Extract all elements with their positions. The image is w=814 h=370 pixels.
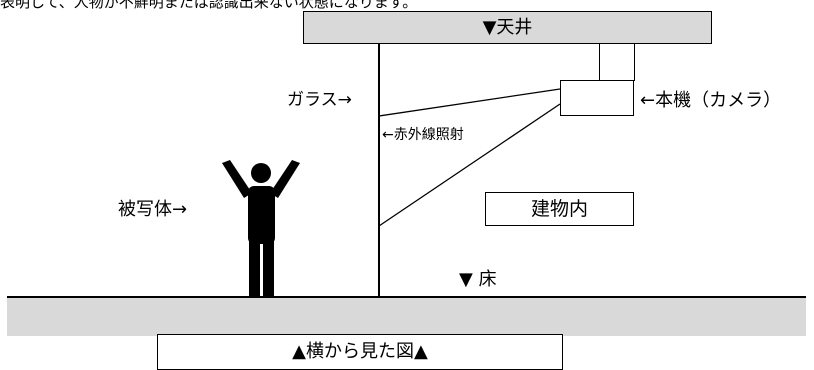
ceiling: ▼天井 [303,11,712,44]
caption-box: ▲横から見た図▲ [157,334,563,370]
camera-unit [560,80,634,116]
person-right-arm [270,160,300,198]
subject-label: 被写体→ [118,199,188,220]
top-cropped-text: 表明して、人物が不鮮明または認識出来ない状態になります。 [0,0,418,10]
person-figure [222,160,300,297]
person-head [251,163,271,183]
ir-ray-upper [378,88,561,117]
person-left-leg [249,240,260,297]
ir-ray-lower [378,103,561,227]
camera-label: ←本機（カメラ） [640,90,782,111]
person-left-arm [222,160,252,198]
floor-label: ▼ 床 [459,269,497,290]
building-interior-box: 建物内 [485,192,634,226]
person-body [248,186,275,244]
camera-mount [599,44,635,81]
floor [7,296,806,336]
person-right-leg [263,240,274,297]
glass-label: ガラス→ [287,90,352,110]
ir-label: ←赤外線照射 [382,127,464,143]
